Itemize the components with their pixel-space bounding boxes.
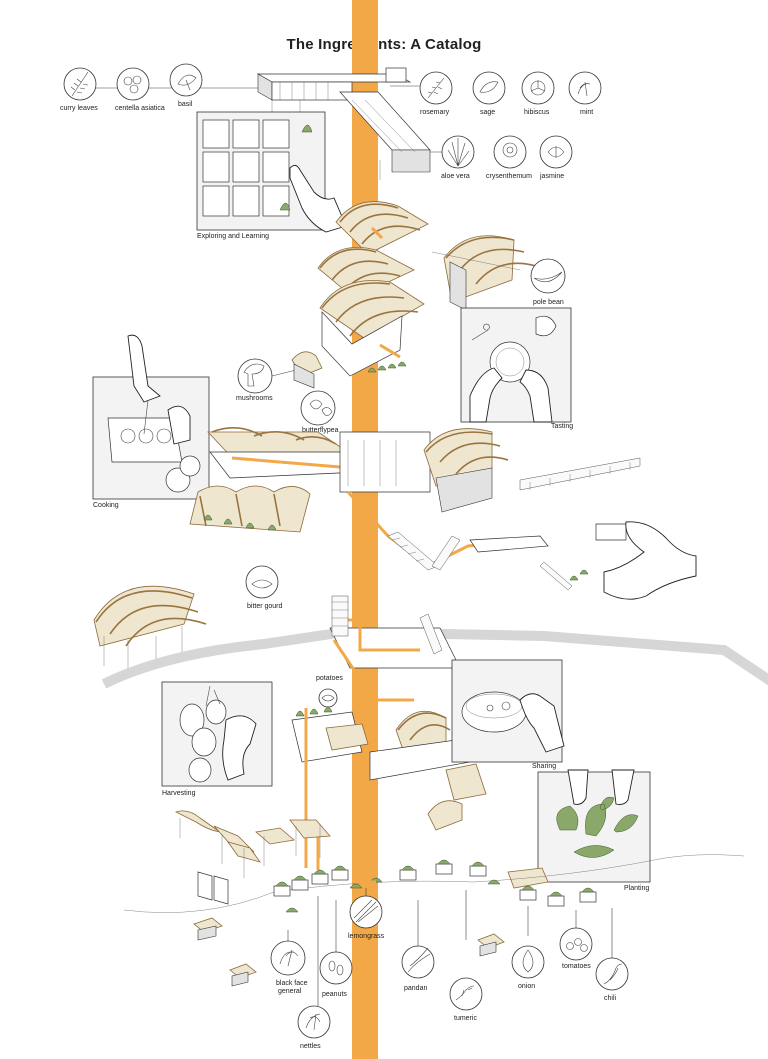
top-herb-row: curry leaves centella asiatica basil ros… <box>60 63 602 180</box>
jasmine-icon <box>539 135 573 169</box>
shade-sails <box>174 810 331 905</box>
bitter-gourd-icon <box>245 565 279 599</box>
centella-asiatica-icon <box>116 67 150 101</box>
hand-knife-icon <box>127 334 161 403</box>
lower-buildings <box>291 706 487 870</box>
pole-bean-vault <box>431 235 537 311</box>
bottom-ingredients: lemongrass black face general peanuts pa… <box>270 888 629 1050</box>
lemongrass-icon <box>349 895 383 929</box>
basil-icon <box>169 63 203 97</box>
nettles-icon <box>297 1005 331 1039</box>
hibiscus-icon <box>521 71 555 105</box>
perimeter-path <box>101 626 768 689</box>
central-hub <box>329 595 461 702</box>
bottom-huts <box>193 917 505 987</box>
crysenthemum-icon <box>493 135 527 169</box>
page-title: The Ingredients: A Catalog <box>286 36 482 53</box>
butterflypea-icon <box>300 390 336 426</box>
label-black-face-general-line2: general <box>278 988 302 995</box>
planting-panel: Planting <box>507 769 651 892</box>
label-black-face-general-line1: black face <box>276 980 308 987</box>
label-lemongrass: lemongrass <box>348 933 385 940</box>
label-harvesting: Harvesting <box>162 790 196 797</box>
black-face-general-icon <box>270 940 306 976</box>
pandan-icon <box>401 945 435 979</box>
mushrooms-icon <box>237 358 273 394</box>
hand-left-icon <box>469 367 503 423</box>
label-exploring: Exploring and Learning <box>197 233 269 240</box>
hand-planting-left-icon <box>567 769 589 805</box>
aloe-vera-icon <box>441 135 475 169</box>
middle-canopy-row <box>189 427 431 533</box>
label-pole-bean: pole bean <box>533 299 564 306</box>
tomatoes-icon <box>559 927 593 961</box>
hand-holding-icon <box>167 405 191 445</box>
onion-icon <box>511 945 545 979</box>
left-pavilion <box>93 585 207 670</box>
hand-right-icon <box>519 369 553 423</box>
label-nettles: nettles <box>300 1043 321 1050</box>
label-potatoes: potatoes <box>316 675 343 682</box>
label-peanuts: peanuts <box>322 991 347 998</box>
harvesting-panel: Harvesting <box>161 681 273 797</box>
label-mushrooms: mushrooms <box>236 395 273 402</box>
label-curry-leaves: curry leaves <box>60 105 98 112</box>
mid-right-vault <box>423 428 509 513</box>
sage-icon <box>472 71 506 105</box>
tasting-panel: Tasting <box>460 307 573 430</box>
label-bitter-gourd: bitter gourd <box>247 603 283 610</box>
curry-leaves-icon <box>63 67 97 101</box>
label-rosemary: rosemary <box>420 109 450 116</box>
hand-pointing-icon <box>289 165 347 233</box>
label-tomatoes: tomatoes <box>562 963 591 970</box>
label-jasmine: jasmine <box>539 173 564 180</box>
ground-line <box>123 854 745 913</box>
turmeric-icon <box>449 977 483 1011</box>
chili-icon <box>595 957 629 991</box>
rosemary-icon <box>419 71 453 105</box>
small-hut <box>291 351 323 389</box>
label-turmeric: tumeric <box>454 1015 477 1022</box>
label-planting: Planting <box>624 885 649 892</box>
label-aloe-vera: aloe vera <box>441 173 470 180</box>
label-basil: basil <box>178 101 193 108</box>
label-sage: sage <box>480 109 495 116</box>
label-mint: mint <box>580 109 593 116</box>
label-pandan: pandan <box>404 985 427 992</box>
label-chili: chili <box>604 995 617 1002</box>
potatoes-icon <box>318 688 338 708</box>
label-sharing: Sharing <box>532 763 556 770</box>
exploring-panel: Exploring and Learning <box>196 111 347 240</box>
hand-grabbing-icon <box>603 521 697 600</box>
upper-vault-cluster <box>317 201 429 377</box>
label-butterflypea: butterflypea <box>302 427 339 434</box>
pole-bean-icon <box>530 258 566 294</box>
sharing-panel: Sharing <box>451 659 565 770</box>
hand-spoon-icon <box>519 693 565 753</box>
label-cooking: Cooking <box>93 502 119 509</box>
walkway-network <box>346 457 641 591</box>
hand-harvest-icon <box>222 715 257 781</box>
label-hibiscus: hibiscus <box>524 109 550 116</box>
label-centella-asiatica: centella asiatica <box>115 105 165 112</box>
top-building <box>256 67 431 180</box>
hand-planting-right-icon <box>611 769 635 805</box>
peanuts-icon <box>319 951 353 985</box>
label-crysenthemum: crysenthemum <box>486 173 532 180</box>
mint-icon <box>568 71 602 105</box>
planter-beds <box>273 859 597 913</box>
label-onion: onion <box>518 983 535 990</box>
label-black-face-general: black face general <box>276 980 309 995</box>
label-tasting: Tasting <box>551 423 573 430</box>
cooking-panel: Cooking <box>92 334 210 509</box>
